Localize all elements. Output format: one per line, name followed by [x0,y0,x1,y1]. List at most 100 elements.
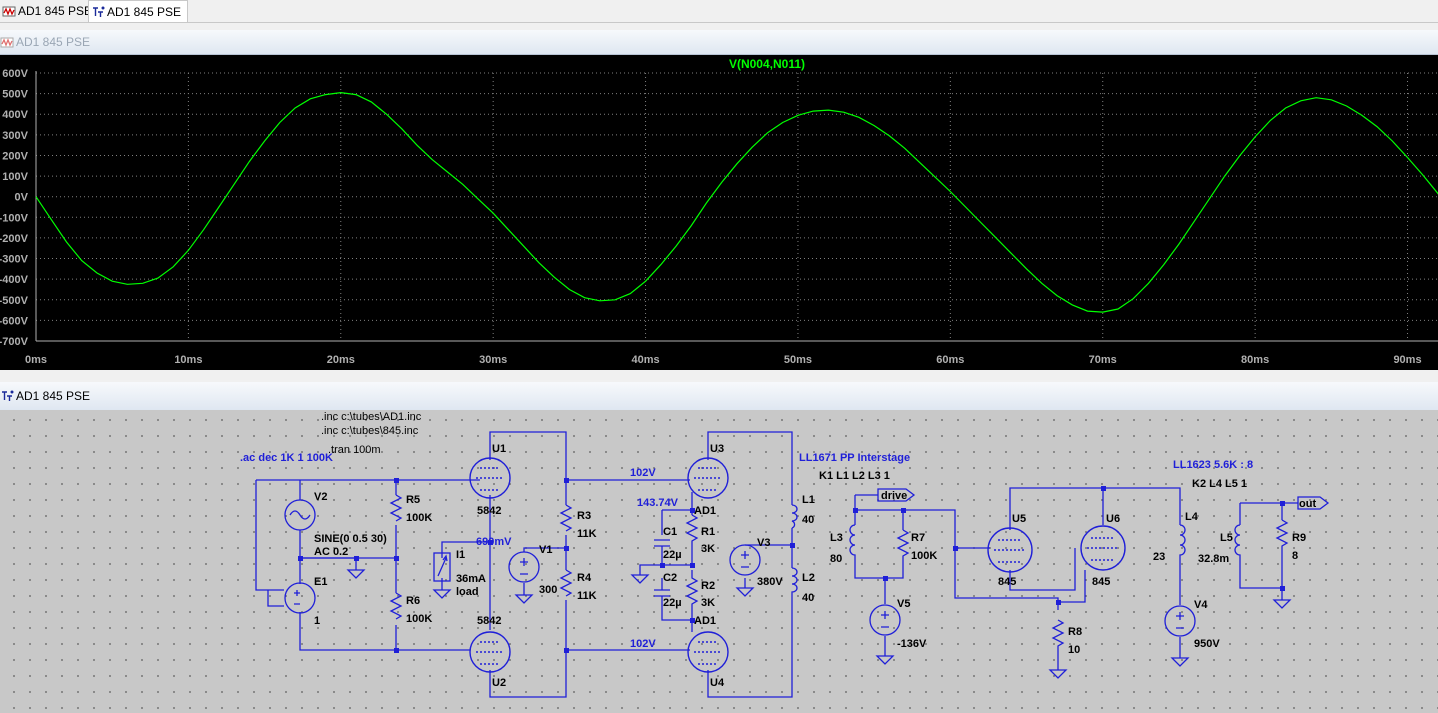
tube-u4[interactable] [687,631,729,673]
label-r3: R3 [577,510,591,522]
tube-u3[interactable] [687,457,729,499]
inductor-l3[interactable] [849,524,856,565]
tab-waveform[interactable]: AD1 845 PSE [0,0,98,21]
y-tick-label: -400V [0,274,29,286]
spice-directive[interactable]: .inc c:\tubes\AD1.inc [321,411,422,423]
label-l1: L1 [802,494,815,506]
coupling-directive[interactable]: K1 L1 L2 L3 1 [819,470,890,482]
label-c2-value: 22µ [663,597,682,609]
tube-u1[interactable] [469,457,511,499]
net-voltage-label: 102V [630,638,656,650]
transformer-title[interactable]: LL1623 5.6K : 8 [1173,459,1253,471]
series-name: V(N004,N011) [729,57,805,71]
wire [661,509,692,535]
label-l3-value: 80 [830,553,842,565]
label-r6-value: 100K [406,613,432,625]
label-u6-model: 845 [1092,576,1110,588]
label-r4: R4 [577,572,592,584]
tube-u2[interactable] [469,631,511,673]
resistor-r5[interactable] [389,494,403,522]
inductor-l1[interactable] [791,504,798,529]
resistor-r1[interactable] [685,514,699,558]
source-v3[interactable] [729,544,761,576]
document-tab-bar: AD1 845 PSE AD1 845 PSE [0,0,1438,23]
waveform-chart[interactable]: 600V500V400V300V200V100V0V-100V-200V-300… [0,55,1438,370]
coupling-directive[interactable]: K2 L4 L5 1 [1192,478,1247,490]
resistor-r9[interactable] [1275,519,1289,570]
label-i1: I1 [456,549,465,561]
transformer-title[interactable]: LL1671 PP Interstage [799,452,910,464]
source-v2[interactable] [284,499,316,531]
x-tick-label: 0ms [25,354,47,366]
y-tick-label: -600V [0,315,29,327]
x-tick-label: 60ms [936,354,964,366]
resistor-r6[interactable] [389,592,403,620]
capacitor-c2[interactable] [654,589,670,605]
label-u2: U2 [492,677,506,689]
spice-directive-ac[interactable]: .ac dec 1K 1 100K [240,452,333,464]
net-flag-out[interactable] [1297,496,1330,510]
capacitor-c1[interactable] [654,539,670,552]
y-tick-label: 400V [2,109,28,121]
y-tick-label: -200V [0,233,29,245]
source-e1[interactable] [284,582,316,614]
label-c1: C1 [663,526,677,538]
net-voltage-label: 102V [630,467,656,479]
label-c1-value: 22µ [663,549,682,561]
label-v1: V1 [539,544,552,556]
inductor-l4[interactable] [1179,524,1186,570]
y-tick-label: 0V [15,192,29,204]
wire [255,480,284,591]
schematic-canvas[interactable]: .inc c:\tubes\AD1.inc .inc c:\tubes\845.… [0,410,1438,713]
label-r8: R8 [1068,626,1082,638]
schematic-window-titlebar[interactable]: AD1 845 PSE [0,382,1438,411]
resistor-r2[interactable] [685,570,699,608]
wire [707,600,793,698]
resistor-r3[interactable] [559,504,573,532]
tube-u5[interactable] [987,527,1033,573]
source-v5[interactable] [869,604,901,636]
wire [489,431,567,480]
resistor-r4[interactable] [559,569,573,597]
label-u1-model: 5842 [477,505,501,517]
schematic-drawing[interactable]: .inc c:\tubes\AD1.inc .inc c:\tubes\845.… [0,410,1438,713]
label-i1-value: 36mA [456,573,486,585]
ground-symbols [346,569,1292,679]
label-u5-model: 845 [998,576,1016,588]
label-r2-value: 3K [701,597,715,609]
wire [299,612,470,651]
spice-directive[interactable]: .tran 100m [328,444,381,456]
source-v1[interactable] [508,551,540,583]
label-r5-value: 100K [406,512,432,524]
label-c2: C2 [663,572,677,584]
label-r7: R7 [911,532,925,544]
x-tick-label: 10ms [174,354,202,366]
y-tick-label: -500V [0,295,29,307]
y-tick-label: -100V [0,212,29,224]
label-e1: E1 [314,576,327,588]
current-source-i1[interactable] [433,552,451,582]
resistor-r8[interactable] [1051,619,1065,655]
source-v4[interactable] [1164,605,1196,637]
waveform-window-titlebar[interactable]: AD1 845 PSE [0,30,1438,55]
label-l5: L5 [1220,532,1233,544]
wire [523,547,566,552]
net-flag-drive[interactable] [877,488,916,502]
label-r4-value: 11K [577,590,597,602]
label-l3: L3 [830,532,843,544]
tube-u6[interactable] [1080,525,1126,571]
spice-directive[interactable]: .inc c:\tubes\845.inc [321,425,419,437]
label-v4: V4 [1194,599,1208,611]
tab-schematic[interactable]: AD1 845 PSE [88,0,189,22]
label-r1: R1 [701,526,715,538]
inductor-l5[interactable] [1234,524,1241,568]
label-v1-value: 300 [539,584,557,596]
label-u2-model: 5842 [477,615,501,627]
inductor-l2[interactable] [791,567,798,600]
label-l2-value: 40 [802,592,814,604]
resistor-r7[interactable] [896,529,910,565]
label-v2: V2 [314,491,327,503]
window-splitter[interactable] [0,370,1438,382]
y-tick-label: 200V [2,150,28,162]
